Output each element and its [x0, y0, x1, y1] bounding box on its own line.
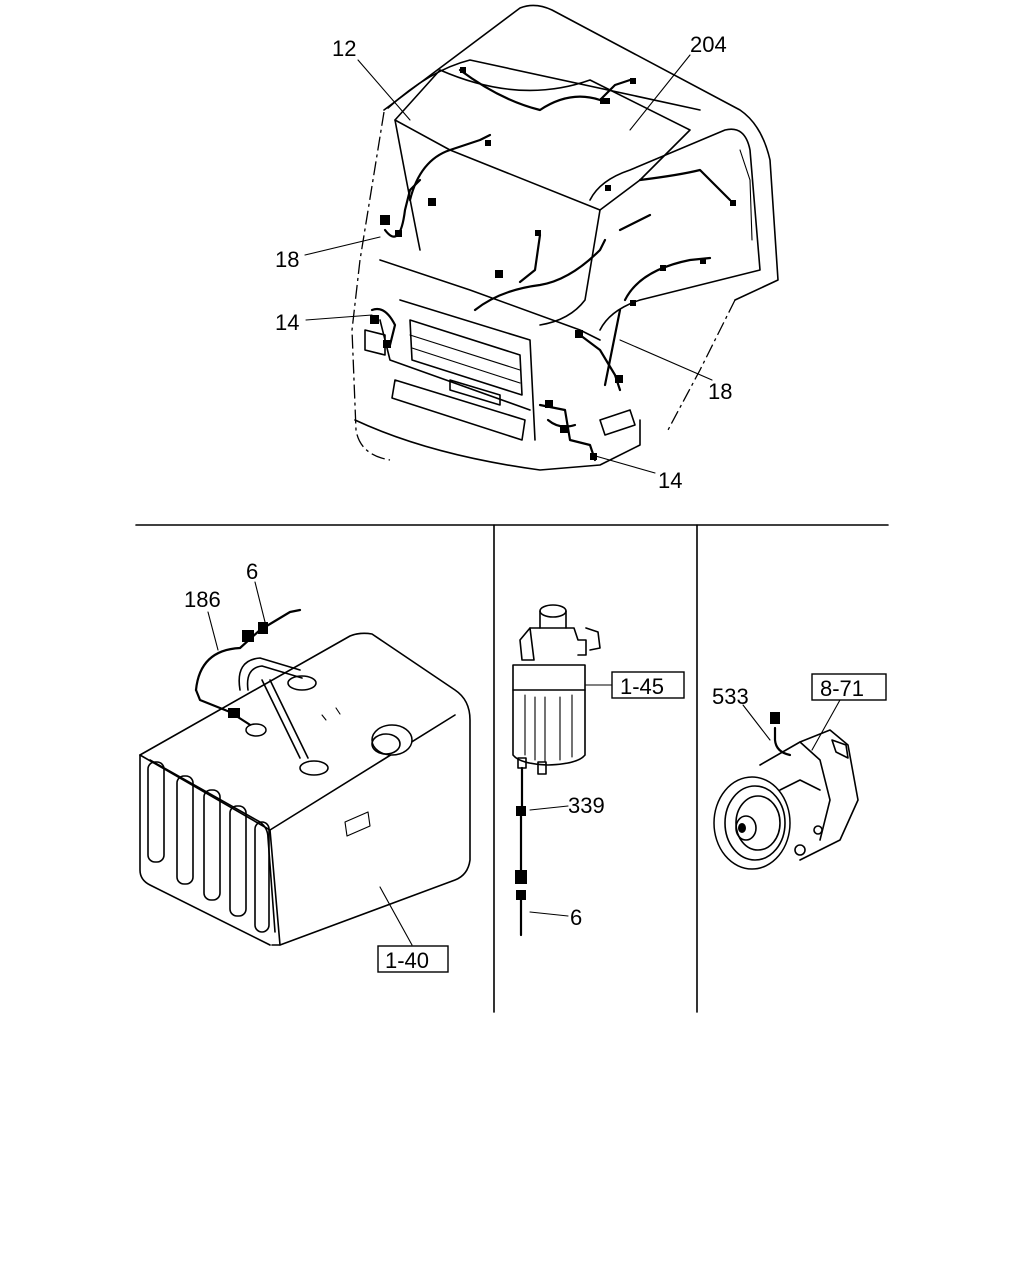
- fuel-tank-illustration: [139, 581, 471, 946]
- label-18-right: 18: [708, 379, 732, 404]
- ref-box-1-40: 1-40: [377, 945, 449, 973]
- svg-text:8-71: 8-71: [820, 676, 864, 701]
- label-6-tank: 6: [246, 559, 258, 584]
- truck-cab-illustration: [304, 4, 779, 474]
- label-12: 12: [332, 36, 356, 61]
- label-186: 186: [184, 587, 221, 612]
- ref-box-8-71: 8-71: [811, 673, 887, 701]
- label-14-left: 14: [275, 310, 299, 335]
- label-339: 339: [568, 793, 605, 818]
- svg-text:1-45: 1-45: [620, 674, 664, 699]
- label-533: 533: [712, 684, 749, 709]
- label-204: 204: [690, 32, 727, 57]
- svg-text:1-40: 1-40: [385, 948, 429, 973]
- label-18-left: 18: [275, 247, 299, 272]
- ac-compressor-illustration: [713, 699, 859, 870]
- label-6-filter: 6: [570, 905, 582, 930]
- fuel-filter-illustration: [512, 604, 613, 937]
- label-14-right: 14: [658, 468, 682, 493]
- ref-box-1-45: 1-45: [611, 671, 685, 699]
